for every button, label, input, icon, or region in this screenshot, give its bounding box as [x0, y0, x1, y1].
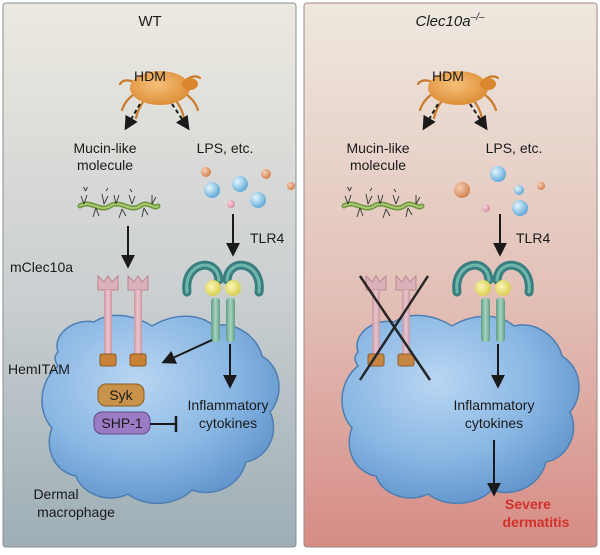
- wt-hemitam-label: HemITAM: [8, 361, 70, 377]
- ko-outcome-label-line2: dermatitis: [503, 514, 570, 530]
- ko-hdm-to-mucin-arrow: [422, 103, 439, 131]
- ko-lps-label: LPS, etc.: [486, 140, 543, 156]
- wt-inflam-label-line1: Inflammatory: [188, 397, 269, 413]
- ko-mucin-label-line2: molecule: [350, 157, 406, 173]
- wt-mucin-label-line1: Mucin-like: [73, 140, 136, 156]
- ko-hdm-to-lps-arrow: [469, 103, 488, 131]
- wt-tlr4-to-itam-arrow: [161, 339, 213, 364]
- wt-syk-box: [97, 383, 145, 407]
- wt-lps-label: LPS, etc.: [197, 140, 254, 156]
- wt-shp1-label: SHP-1: [101, 415, 142, 431]
- wt-hdm-to-mucin-arrow: [124, 103, 141, 131]
- wt-mucin-label-line2: molecule: [77, 157, 133, 173]
- wt-receptor-label: mClec10a: [10, 259, 73, 275]
- ko-tlr4-label: TLR4: [516, 230, 550, 246]
- wt-lps-particles: [201, 167, 295, 208]
- wt-tlr4-label: TLR4: [250, 230, 284, 246]
- ko-title: Clec10a–/–: [416, 12, 485, 30]
- ko-hdm-label: HDM: [432, 68, 464, 84]
- wt-cell-label-line1: Dermal: [33, 486, 78, 502]
- wt-cell-label-line2: macrophage: [37, 504, 115, 520]
- wt-hdm-to-lps-arrow: [171, 103, 190, 131]
- wt-panel: WT HDM Mucin-like molecule LPS, etc. mCl…: [2, 2, 297, 548]
- ko-mucin-label-line1: Mucin-like: [346, 140, 409, 156]
- wt-hdm-label: HDM: [134, 68, 166, 84]
- ko-clec10a-receptor-deleted: [358, 275, 432, 381]
- wt-inflam-label-line2: cytokines: [199, 415, 257, 431]
- ko-panel: Clec10a–/– HDM Mucin-like molecule LPS, …: [303, 2, 598, 548]
- wt-title: WT: [138, 13, 161, 30]
- ko-lps-particles: [454, 166, 545, 216]
- ko-outcome-label-line1: Severe: [505, 496, 551, 512]
- wt-syk-label: Syk: [109, 387, 133, 403]
- ko-inflam-label-line1: Inflammatory: [454, 397, 535, 413]
- ko-inflam-label-line2: cytokines: [465, 415, 523, 431]
